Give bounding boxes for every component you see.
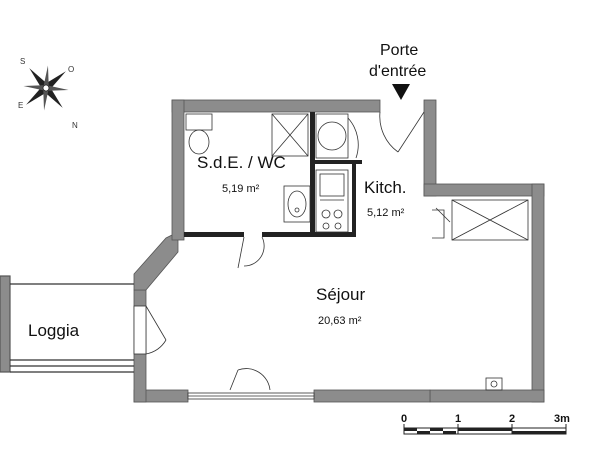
hob-ring: [321, 209, 331, 219]
interior-walls: [184, 112, 362, 237]
kitchen-area: 5,12 m²: [367, 207, 405, 219]
scale-label-1: 1: [455, 413, 461, 425]
shower-tray: [271, 113, 309, 157]
scale-bar: [403, 424, 567, 435]
loggia-walls: [0, 275, 134, 373]
entrance-door-leaf: [397, 111, 425, 153]
loggia-name: Loggia: [28, 321, 80, 340]
entrance-label-line1: Porte: [380, 42, 418, 59]
toilet: [185, 113, 213, 131]
kitchen-fixtures: [315, 169, 349, 233]
window-bottom: [187, 392, 315, 400]
compass-n: N: [72, 121, 78, 130]
compass-o: O: [68, 65, 74, 74]
bathroom-name: S.d.E. / WC: [197, 153, 286, 172]
bathroom-fixtures: [185, 113, 359, 223]
cupboard: [432, 199, 529, 241]
compass-e: E: [18, 101, 23, 110]
scale-label-2: 2: [509, 413, 515, 425]
doors: [133, 111, 503, 391]
kitchen-counter: [315, 169, 349, 233]
sink: [319, 173, 345, 197]
bathroom-area: 5,19 m²: [222, 183, 260, 195]
scale-label-3: 3m: [554, 413, 570, 425]
living-area: 20,63 m²: [318, 315, 362, 327]
compass-rose-icon: [23, 65, 69, 111]
exterior-walls: [133, 99, 545, 403]
compass-s: S: [20, 57, 25, 66]
entrance-label-line2: d'entrée: [369, 63, 426, 80]
entrance-arrow-icon: [392, 84, 410, 100]
bathroom-door-leaf: [237, 236, 245, 269]
washbasin: [283, 185, 311, 223]
washing-machine: [315, 113, 349, 159]
living-name: Séjour: [316, 285, 365, 304]
scale-label-0: 0: [401, 413, 407, 425]
kitchen-name: Kitch.: [364, 178, 407, 197]
loggia-door-leaf: [145, 305, 167, 341]
